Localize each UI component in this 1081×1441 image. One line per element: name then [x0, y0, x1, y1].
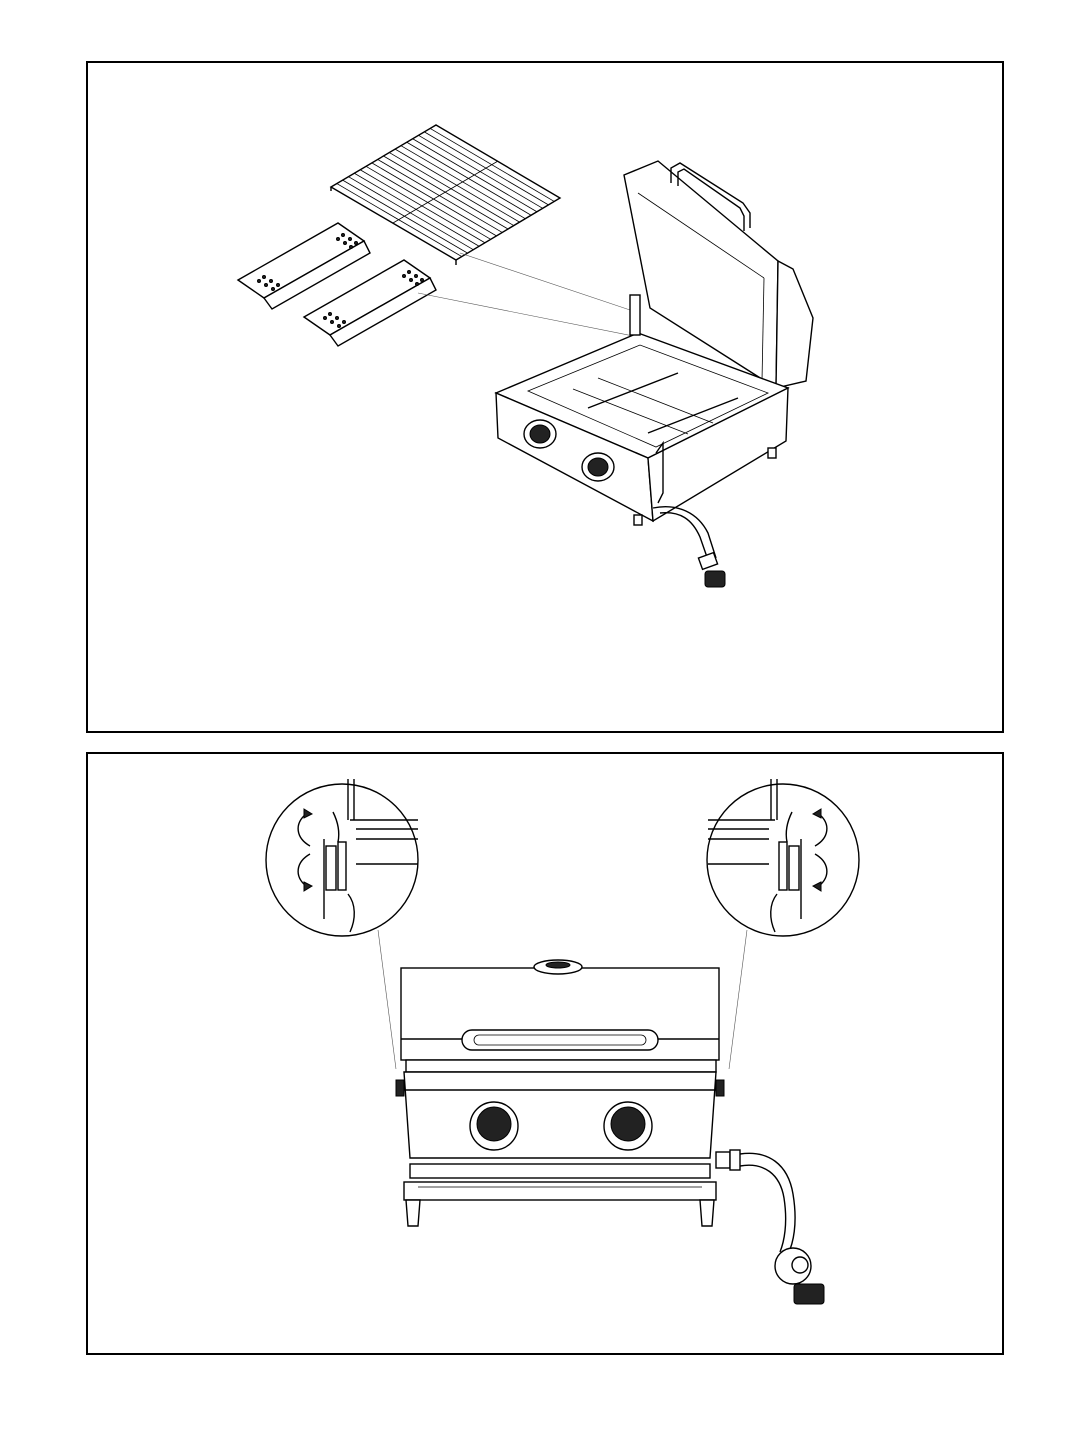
- exploded-assembly-drawing: [88, 63, 1002, 731]
- control-knob-left: [524, 420, 556, 448]
- regulator-hose: [716, 1150, 824, 1304]
- grease-tray: [404, 1182, 716, 1200]
- exploded-assembly-panel: [86, 61, 1004, 733]
- grill-front: [396, 960, 724, 1226]
- lid-handle: [462, 1030, 658, 1050]
- hinge-detail-right: [707, 779, 859, 936]
- hinge-detail-left: [266, 779, 418, 936]
- regulator-hose: [653, 507, 725, 587]
- burner-knob-left: [470, 1102, 518, 1150]
- front-view-panel: [86, 752, 1004, 1355]
- burner-knob-right: [604, 1102, 652, 1150]
- front-view-drawing: [88, 754, 1002, 1353]
- control-knob-right: [582, 453, 614, 481]
